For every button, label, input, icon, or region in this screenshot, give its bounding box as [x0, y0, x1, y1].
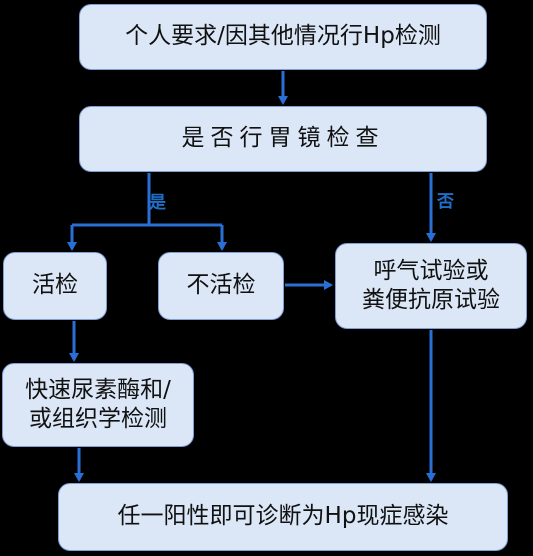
node-breath-test-line2: 粪便抗原试验: [362, 287, 500, 313]
node-rapid-urease-or-histology: 快速尿素酶和/ 或组织学检测: [2, 363, 194, 447]
node-no-biopsy: 不活检: [158, 252, 284, 320]
node-biopsy-text: 活检: [32, 272, 78, 299]
node-breath-test-line1: 呼气试验或: [373, 257, 489, 284]
node-biopsy: 活检: [3, 252, 107, 320]
node-positive-diagnosis: 任一阳性即可诊断为Hp现症感染: [58, 483, 508, 551]
node-endoscopy-decision-text: 是否行胃镜检查: [181, 125, 385, 152]
branch-label-no: 否: [437, 192, 454, 212]
node-no-biopsy-text: 不活检: [186, 272, 256, 299]
node-hp-testing-request: 个人要求/因其他情况行Hp检测: [79, 4, 487, 70]
node-positive-diagnosis-text: 任一阳性即可诊断为Hp现症感染: [117, 503, 449, 530]
node-rapid-urease-line2: 或组织学检测: [29, 406, 167, 432]
node-rapid-urease-line1: 快速尿素酶和/: [25, 376, 171, 403]
node-endoscopy-decision: 是否行胃镜检查: [79, 106, 487, 172]
branch-label-yes: 是: [149, 193, 166, 213]
node-breath-or-stool-test: 呼气试验或 粪便抗原试验: [335, 243, 527, 329]
node-hp-testing-request-text: 个人要求/因其他情况行Hp检测: [125, 23, 441, 50]
